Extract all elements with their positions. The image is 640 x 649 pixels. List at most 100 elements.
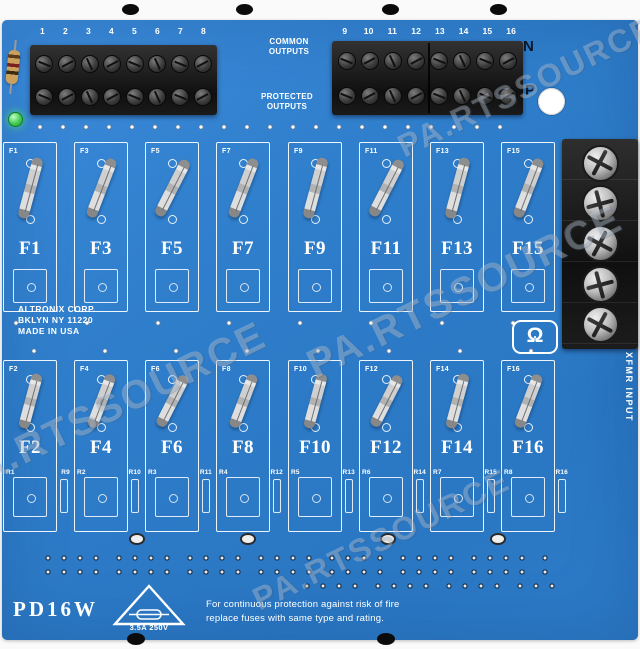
- mounting-hole: [380, 533, 396, 545]
- screw-terminal: [171, 54, 190, 73]
- resistor-label: R8: [504, 469, 513, 476]
- terminal-row-common: [335, 45, 520, 77]
- solder-pad-row: [36, 566, 556, 578]
- warning-line: replace fuses with same type and rating.: [206, 612, 385, 624]
- resistor-footprint: [487, 479, 495, 513]
- mounting-hole: [127, 633, 145, 645]
- screw-terminal: [148, 54, 167, 73]
- terminal-number: 12: [411, 26, 422, 36]
- screw-terminal: [430, 51, 449, 70]
- fuse-label: F8: [232, 437, 254, 458]
- screw-terminal: [383, 51, 402, 70]
- screw-terminal: [103, 54, 122, 73]
- fuse-clip-pad: [167, 423, 177, 432]
- screw-terminal: [125, 87, 144, 106]
- fuse-ref-label: F8: [222, 366, 231, 373]
- fuse-footprint-outline: [84, 269, 118, 303]
- protected-outputs-label: PROTECTED OUTPUTS: [242, 92, 332, 111]
- glass-fuse: [17, 372, 43, 430]
- fuse-clip-pad: [381, 215, 391, 224]
- fuse-clip-pad: [167, 159, 177, 168]
- warning-line: For continuous protection against risk o…: [206, 599, 400, 610]
- label-line: OUTPUTS: [268, 46, 310, 56]
- fuse-label: F15: [512, 238, 544, 259]
- fuse-footprint-outline: [226, 269, 260, 303]
- screw-terminal: [57, 87, 76, 106]
- solder-pad-row: [36, 552, 556, 564]
- terminal-number: 6: [155, 26, 160, 36]
- mfg-line: BKLYN NY 11220: [18, 315, 94, 325]
- resistor-label: R16: [555, 469, 568, 476]
- terminal-number: 8: [201, 26, 206, 36]
- glass-fuse: [302, 372, 328, 430]
- fuse-footprint-outline: [369, 477, 403, 517]
- resistor-footprint: [273, 479, 281, 513]
- resistor-label: R15: [484, 469, 497, 476]
- mounting-hole: [377, 633, 395, 645]
- screw-terminal: [35, 87, 54, 106]
- mounting-hole: [240, 533, 256, 545]
- via-row: [28, 346, 558, 356]
- screw-terminal: [581, 306, 619, 344]
- screw-terminal: [453, 51, 472, 70]
- fuse-footprint-outline: [13, 477, 47, 517]
- resistor-footprint: [202, 479, 210, 513]
- terminal-number: 1: [40, 26, 45, 36]
- fuse-footprint-outline: [511, 269, 545, 303]
- label-line: OUTPUTS: [266, 101, 308, 111]
- resistor-label: R4: [219, 469, 228, 476]
- resistor-label: R7: [433, 469, 442, 476]
- manufacturer-text: ALTRONIX CORP. BKLYN NY 11220 MADE IN US…: [18, 304, 96, 337]
- fuse-label: F7: [232, 238, 254, 259]
- fuse-label: F3: [90, 238, 112, 259]
- fuse-ref-label: F4: [80, 366, 89, 373]
- fuse-ref-label: F16: [507, 366, 520, 373]
- screw-terminal: [430, 86, 449, 105]
- terminal-number: 3: [86, 26, 91, 36]
- fuse-clip-pad: [25, 215, 35, 224]
- fuse-ref-label: F14: [436, 366, 449, 373]
- fuse-label: F13: [441, 238, 473, 259]
- label-line: COMMON: [269, 37, 309, 46]
- warning-text: For continuous protection against risk o…: [206, 598, 400, 625]
- resistor-label: R5: [291, 469, 300, 476]
- terminal-number: 5: [132, 26, 137, 36]
- fuse-ref-label: F13: [436, 148, 449, 155]
- terminal-block-outputs-1-8: [30, 45, 217, 115]
- screw-terminal: [453, 86, 472, 105]
- resistor-label: R3: [148, 469, 157, 476]
- power-label: P: [525, 82, 536, 99]
- screw-terminal: [193, 87, 212, 106]
- resistor-label: R14: [413, 469, 426, 476]
- screw-terminal: [103, 87, 122, 106]
- fuse-label: F10: [299, 437, 331, 458]
- fuse-label: F9: [304, 238, 326, 259]
- board-hole: [538, 88, 565, 115]
- via-row: [34, 122, 518, 132]
- fuse-label: F5: [161, 238, 183, 259]
- terminal-number: 14: [458, 26, 469, 36]
- terminal-number: 13: [434, 26, 445, 36]
- screw-terminal: [581, 185, 619, 223]
- resistor-footprint: [416, 479, 424, 513]
- terminal-row-protected: [33, 81, 214, 113]
- terminal-number: 7: [178, 26, 183, 36]
- screw-terminal: [581, 144, 619, 182]
- fuse-ref-label: F2: [9, 366, 18, 373]
- fuse-footprint-outline: [13, 269, 47, 303]
- fuse-footprint-outline: [84, 477, 118, 517]
- fuse-footprint-outline: [511, 477, 545, 517]
- screw-terminal: [57, 54, 76, 73]
- resistor-label: R12: [270, 469, 283, 476]
- resistor-label: R6: [362, 469, 371, 476]
- fuse-ref-label: F7: [222, 148, 231, 155]
